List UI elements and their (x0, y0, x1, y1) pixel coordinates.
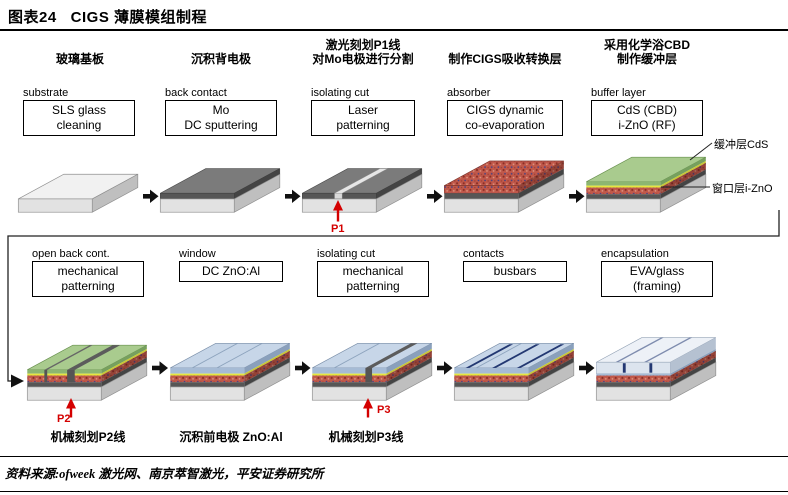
slab-buffer-layer (585, 156, 707, 213)
footer-rule-top (0, 456, 788, 457)
step-en-label: substrate (23, 87, 69, 99)
step-box: busbars (463, 261, 567, 282)
step-caption-p3: 机械刻划P3线 (328, 430, 404, 444)
step-box: DC ZnO:Al (179, 261, 283, 282)
slab-window (169, 342, 291, 401)
p1-label: P1 (331, 223, 345, 235)
footer-rule-bottom (0, 491, 788, 492)
step-caption-window: 沉积前电极 ZnO:Al (179, 430, 283, 444)
step-en-label: isolating cut (311, 87, 370, 99)
step-box: CdS (CBD)i-ZnO (RF) (591, 100, 703, 136)
step-cn-label-substrate: 玻璃基板 (55, 52, 104, 66)
buffer-layer-annotation: 缓冲层CdS (714, 139, 769, 151)
step-cn-label-isolating-cut: 激光刻划P1线对Mo电极进行分割 (312, 38, 414, 66)
step-en-label: back contact (165, 87, 227, 99)
slab-encapsulation (595, 337, 717, 401)
step-en-label: open back cont. (32, 248, 110, 260)
window-layer-annotation: 窗口层i-ZnO (712, 183, 773, 195)
step-en-label: absorber (447, 87, 491, 99)
row-connector-arrowhead (11, 374, 24, 388)
slab-open-back-contact-p2 (26, 344, 148, 401)
p3-label: P3 (377, 404, 391, 416)
step-en-label: buffer layer (591, 87, 646, 99)
figure-title: 图表24 CIGS 薄膜模组制程 (8, 9, 208, 26)
step-box: EVA/glass(framing) (601, 261, 713, 297)
source-note: 资料来源:ofweek 激光网、南京萃智激光，平安证券研究所 (5, 467, 324, 481)
slab-back-contact (159, 168, 281, 213)
step-caption-p2: 机械刻划P2线 (50, 430, 126, 444)
slab-substrate (17, 173, 139, 213)
step-en-label: window (179, 248, 216, 260)
title-rule (0, 29, 788, 31)
p2-label: P2 (57, 413, 71, 425)
slab-absorber (443, 160, 565, 213)
step-en-label: contacts (463, 248, 504, 260)
slab-isolating-cut-p3 (311, 342, 433, 401)
slab-contacts-busbars (453, 342, 575, 401)
slab-isolating-cut-p1 (301, 168, 423, 213)
step-cn-label-absorber: 制作CIGS吸收转换层 (448, 52, 562, 66)
step-en-label: isolating cut (317, 248, 376, 260)
step-en-label: encapsulation (601, 248, 669, 260)
step-cn-label-back-contact: 沉积背电极 (190, 52, 251, 66)
